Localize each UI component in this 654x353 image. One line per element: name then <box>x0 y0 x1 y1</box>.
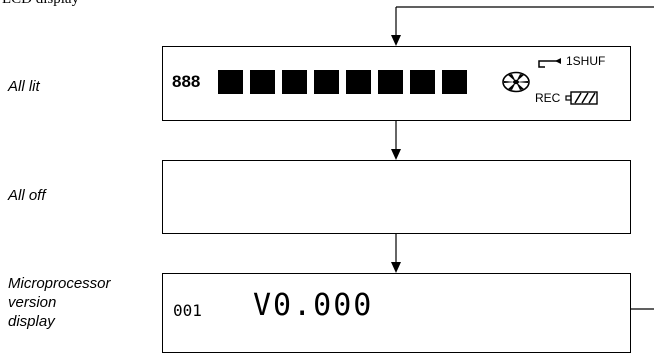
step-label-version-line1: Microprocessor <box>8 275 111 292</box>
arrow-head-3 <box>391 262 401 273</box>
step-label-version: Microprocessor version display <box>8 274 111 331</box>
step-label-all-off: All off <box>8 187 46 204</box>
track-number: 001 <box>173 301 202 320</box>
arrow-head-1 <box>391 35 401 46</box>
segment-block <box>346 70 371 94</box>
disc-icon <box>501 71 531 98</box>
flow-connectors <box>391 6 654 310</box>
step-label-version-line2: version <box>8 294 57 311</box>
version-text: V0.000 <box>253 288 374 323</box>
lcd-all-lit: 888 1SHUF REC <box>162 46 631 121</box>
step-label-all-lit: All lit <box>8 78 40 95</box>
header-title: LCD display <box>2 0 79 8</box>
segment-block <box>314 70 339 94</box>
lcd-version-display: 001 V0.000 <box>162 273 631 353</box>
rec-label: REC <box>535 91 561 105</box>
segment-block <box>410 70 435 94</box>
lcd-all-off <box>162 160 631 234</box>
arrow-head-2 <box>391 149 401 160</box>
segment-block <box>250 70 275 94</box>
segment-block <box>218 70 243 94</box>
repeat-arrow-icon <box>535 57 563 76</box>
segment-block <box>282 70 307 94</box>
repeat-shuffle-label: 1SHUF <box>566 54 606 68</box>
step-label-version-line3: display <box>8 313 55 330</box>
segment-block <box>378 70 403 94</box>
segment-block <box>442 70 467 94</box>
lcd-digits: 888 <box>172 72 201 91</box>
battery-icon <box>565 90 601 111</box>
